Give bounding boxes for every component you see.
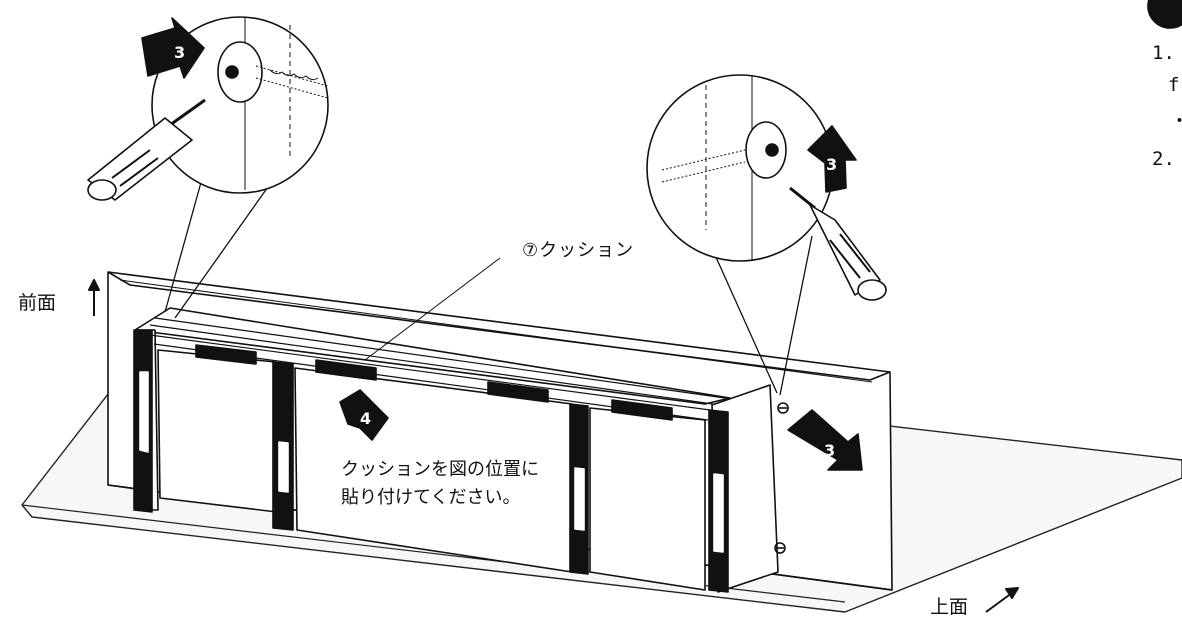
badge-3-right-bottom: 3	[824, 441, 835, 460]
cushion-label: ⑦クッション	[522, 240, 635, 261]
top-label: 上面	[930, 596, 969, 618]
side-fragment-2: ・	[1170, 106, 1182, 133]
badge-3-right-top: 3	[826, 155, 837, 174]
left-magnifier	[87, 16, 329, 201]
side-item-2: 2.	[1152, 148, 1175, 170]
step-arrow-4	[339, 389, 389, 441]
badge-3-left: 3	[174, 43, 185, 62]
side-screws	[774, 402, 789, 554]
side-fragment-1: f	[1168, 74, 1180, 96]
cushion-instruction: クッションを図の位置に 貼り付けてください。	[341, 456, 539, 512]
instruction-line-1: クッションを図の位置に	[341, 459, 539, 480]
top-arrow-icon	[985, 587, 1019, 613]
right-magnifier	[646, 74, 887, 301]
posts	[133, 329, 729, 593]
step-arrow-3-right-top	[807, 125, 857, 193]
badge-4: 4	[360, 409, 371, 428]
front-arrow-icon	[88, 279, 100, 316]
instruction-line-2: 貼り付けてください。	[341, 487, 521, 508]
step-arrow-3-right-bottom	[787, 409, 863, 471]
side-item-1: 1.	[1152, 42, 1175, 64]
front-label: 前面	[18, 292, 57, 314]
cushion-strips	[195, 344, 673, 421]
step-arrow-3-left	[141, 17, 205, 79]
section-marker	[1147, 0, 1182, 29]
